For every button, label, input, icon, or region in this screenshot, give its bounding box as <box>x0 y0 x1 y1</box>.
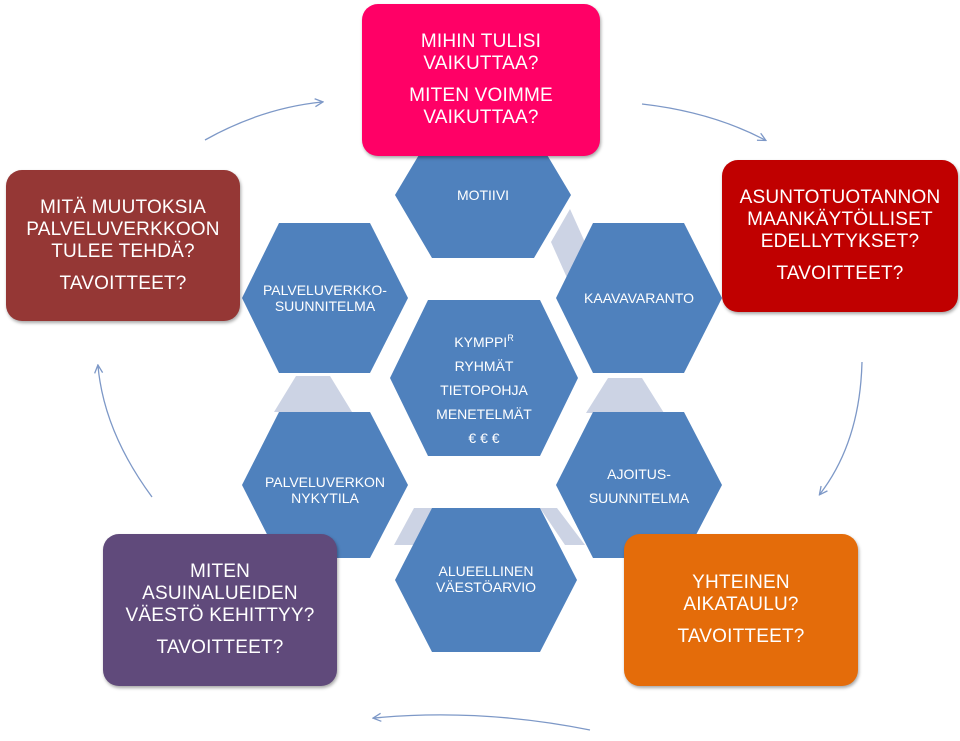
box-left-top-line4: TAVOITTEET? <box>59 272 187 294</box>
connector-ajoitus-alueellinen <box>540 508 585 545</box>
box-right-bottom-line1: YHTEINEN <box>692 572 790 593</box>
center-tietopohja: TIETOPOHJA <box>440 381 528 398</box>
connector-kaavavaranto-ajoitus <box>586 378 664 413</box>
arrow-left-to-top <box>204 102 322 141</box>
hexagon-center <box>390 300 578 456</box>
box-right-bottom-line2: AIKATAULU? <box>683 594 799 615</box>
hexagon-palveluverkon-nykytila-label: PALVELUVERKON NYKYTILA <box>242 464 408 516</box>
alueellinen-line1: ALUEELLINEN <box>438 563 534 579</box>
motiivi-text: MOTIIVI <box>456 187 510 203</box>
arrow-top-to-right <box>641 103 765 140</box>
palveluverkko-line2: SUUNNITELMA <box>274 298 376 314</box>
box-left-bottom-line4: TAVOITTEET? <box>156 637 284 658</box>
box-left-top-line1: MITÄ MUUTOKSIA <box>39 196 207 218</box>
box-right-top-line3: EDELLYTYKSET? <box>760 231 920 252</box>
box-left-top-line3: TULEE TEHDÄ? <box>51 240 195 262</box>
center-kymppi: KYMPPIR <box>454 326 513 354</box>
ajoitus-line1: AJOITUS- <box>607 466 671 482</box>
hexagon-motiivi-label: MOTIIVI <box>395 150 571 240</box>
hexagon-kaavavaranto <box>556 223 722 373</box>
arrow-right-to-bottomright <box>820 361 863 494</box>
box-right-bottom-line3: TAVOITTEET? <box>677 626 805 647</box>
box-left-bottom: MITEN ASUINALUEIDEN VÄESTÖ KEHITTYY? TAV… <box>103 534 337 686</box>
hexagon-kaavavaranto-label: KAAVAVARANTO <box>556 272 722 324</box>
kymppi-text: KYMPPI <box>454 333 508 350</box>
arrow-bottom-to-left <box>374 715 591 731</box>
kymppi-superscript: R <box>507 332 514 343</box>
box-left-bottom-line3: VÄESTÖ KEHITTYY? <box>125 605 315 626</box>
nykytila-line2: NYKYTILA <box>291 490 359 506</box>
box-right-top-line4: TAVOITTEET? <box>776 263 904 284</box>
box-left-top-line2: PALVELUVERKKOON <box>26 218 220 240</box>
nykytila-line1: PALVELUVERKON <box>264 474 386 490</box>
box-right-top-line1: ASUNTOTUOTANNON <box>739 187 941 208</box>
box-top-line1: MIHIN TULISI <box>420 31 542 52</box>
cycle-arrows <box>98 102 863 731</box>
center-menetelmat: MENETELMÄT <box>436 405 532 422</box>
palveluverkko-line1: PALVELUVERKKO- <box>263 282 387 298</box>
hexagon-ajoitussuunnitelma-label: AJOITUS- SUUNNITELMA <box>556 460 722 512</box>
ajoitus-line2: SUUNNITELMA <box>588 490 690 506</box>
box-right-top: ASUNTOTUOTANNON MAANKÄYTÖLLISET EDELLYTY… <box>722 160 958 312</box>
alueellinen-line2: VÄESTÖARVIO <box>435 579 537 595</box>
box-left-bottom-line1: MITEN <box>189 561 251 582</box>
box-right-top-line2: MAANKÄYTÖLLISET <box>747 209 933 230</box>
hexagon-palveluverkkosuunnitelma <box>242 223 408 373</box>
box-top-line3: MITEN VOIMME <box>409 85 553 106</box>
connector-palveluverkko-nykytila <box>274 376 352 412</box>
hexagon-alueellinen-vaestoarvio <box>395 508 577 652</box>
hexagon-palveluverkkosuunnitelma-label: PALVELUVERKKO- SUUNNITELMA <box>242 272 408 324</box>
hexagon-ajoitussuunnitelma <box>556 412 722 558</box>
hexagon-motiivi <box>395 133 571 258</box>
hexagon-center-label: KYMPPIR RYHMÄT TIETOPOHJA MENETELMÄT € €… <box>390 325 578 450</box>
arrow-bottomleft-to-left <box>98 366 153 498</box>
kaavavaranto-text: KAAVAVARANTO <box>584 290 694 306</box>
hexagon-palveluverkon-nykytila <box>242 412 408 558</box>
connector-nykytila-alueellinen <box>394 508 438 545</box>
box-right-bottom: YHTEINEN AIKATAULU? TAVOITTEET? <box>624 534 858 686</box>
hexagons <box>242 133 722 652</box>
box-left-top: MITÄ MUUTOKSIA PALVELUVERKKOON TULEE TEH… <box>6 170 240 321</box>
box-left-bottom-line2: ASUINALUEIDEN <box>142 583 298 604</box>
box-top-line4: VAIKUTTAA? <box>423 107 539 128</box>
center-euros: € € € <box>468 429 500 446</box>
hexagon-alueellinen-vaestoarvio-label: ALUEELLINEN VÄESTÖARVIO <box>395 553 577 605</box>
center-ryhmat: RYHMÄT <box>454 357 514 374</box>
box-top: MIHIN TULISI VAIKUTTAA? MITEN VOIMME VAI… <box>362 4 600 156</box>
box-top-line2: VAIKUTTAA? <box>423 53 539 74</box>
